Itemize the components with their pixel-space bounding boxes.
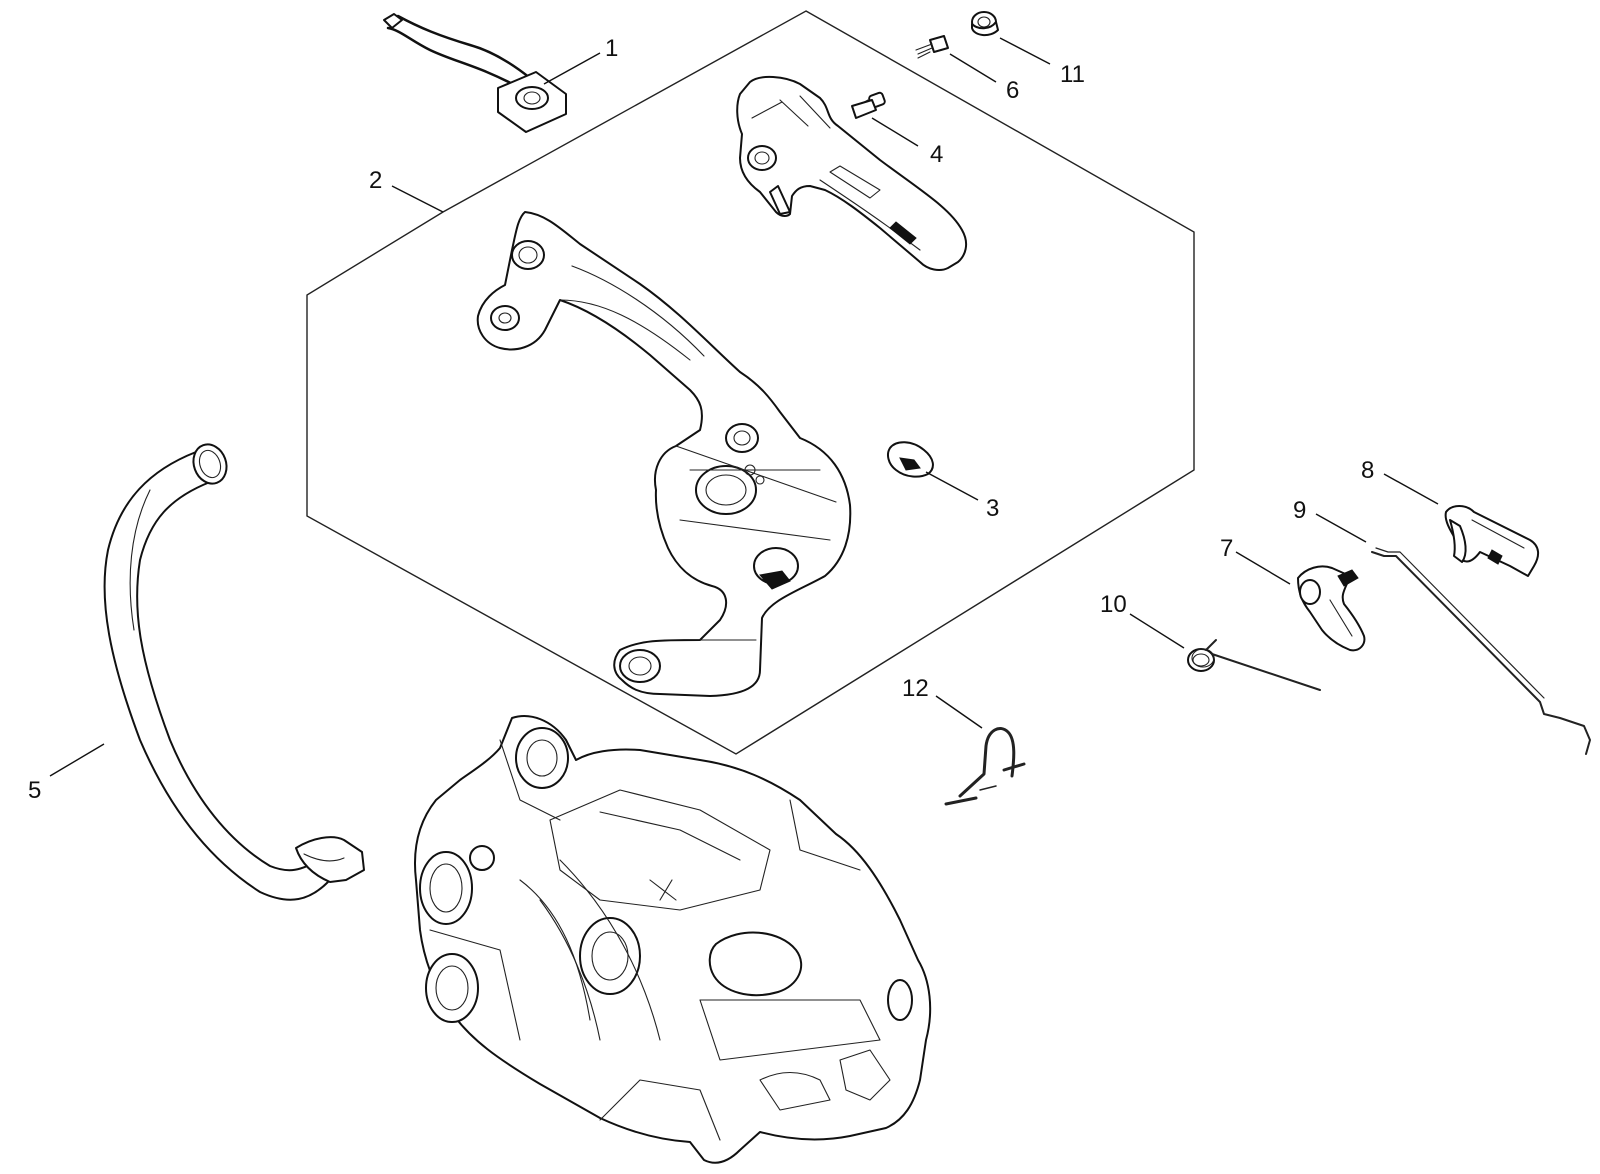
callout-5: 5 <box>28 777 41 804</box>
part-11-bushing[interactable] <box>971 11 999 36</box>
part-3-grommet[interactable] <box>887 441 934 478</box>
callout-2: 2 <box>369 167 382 194</box>
part-10-spring[interactable] <box>1187 639 1321 691</box>
callout-10: 10 <box>1100 591 1127 618</box>
crankcase-chassis <box>414 715 932 1164</box>
leader-3 <box>925 471 979 501</box>
kit-frame <box>306 10 1195 755</box>
callout-7: 7 <box>1220 535 1233 562</box>
part-5-hose[interactable] <box>103 440 365 901</box>
callout-9: 9 <box>1293 497 1306 524</box>
leader-4 <box>871 117 919 147</box>
leader-11 <box>999 37 1051 65</box>
leader-8 <box>1383 473 1439 505</box>
leader-9 <box>1315 513 1367 543</box>
leader-10 <box>1129 613 1185 649</box>
leader-5 <box>49 743 105 777</box>
part-7-trigger[interactable] <box>1297 565 1366 652</box>
leader-6 <box>949 53 997 83</box>
leader-1 <box>543 52 601 85</box>
part-6-screw[interactable] <box>915 35 949 59</box>
part-8-lockout[interactable] <box>1444 505 1540 577</box>
leader-2 <box>391 185 444 213</box>
callout-3: 3 <box>986 495 999 522</box>
leader-12 <box>935 695 983 729</box>
part-2-rear-handle[interactable] <box>476 211 852 697</box>
callout-6: 6 <box>1006 77 1019 104</box>
part-9-throttle-rod[interactable] <box>1371 547 1591 755</box>
part-12-wire-clip[interactable] <box>944 727 1026 806</box>
callout-4: 4 <box>930 141 943 168</box>
callout-1: 1 <box>605 35 618 62</box>
leader-7 <box>1235 551 1291 585</box>
part-handle-housing[interactable] <box>736 76 968 271</box>
part-1-wire-harness[interactable] <box>383 13 567 133</box>
callout-11: 11 <box>1060 61 1085 88</box>
part-4-screw[interactable] <box>851 91 886 119</box>
callout-12: 12 <box>902 675 929 702</box>
callout-8: 8 <box>1361 457 1374 484</box>
